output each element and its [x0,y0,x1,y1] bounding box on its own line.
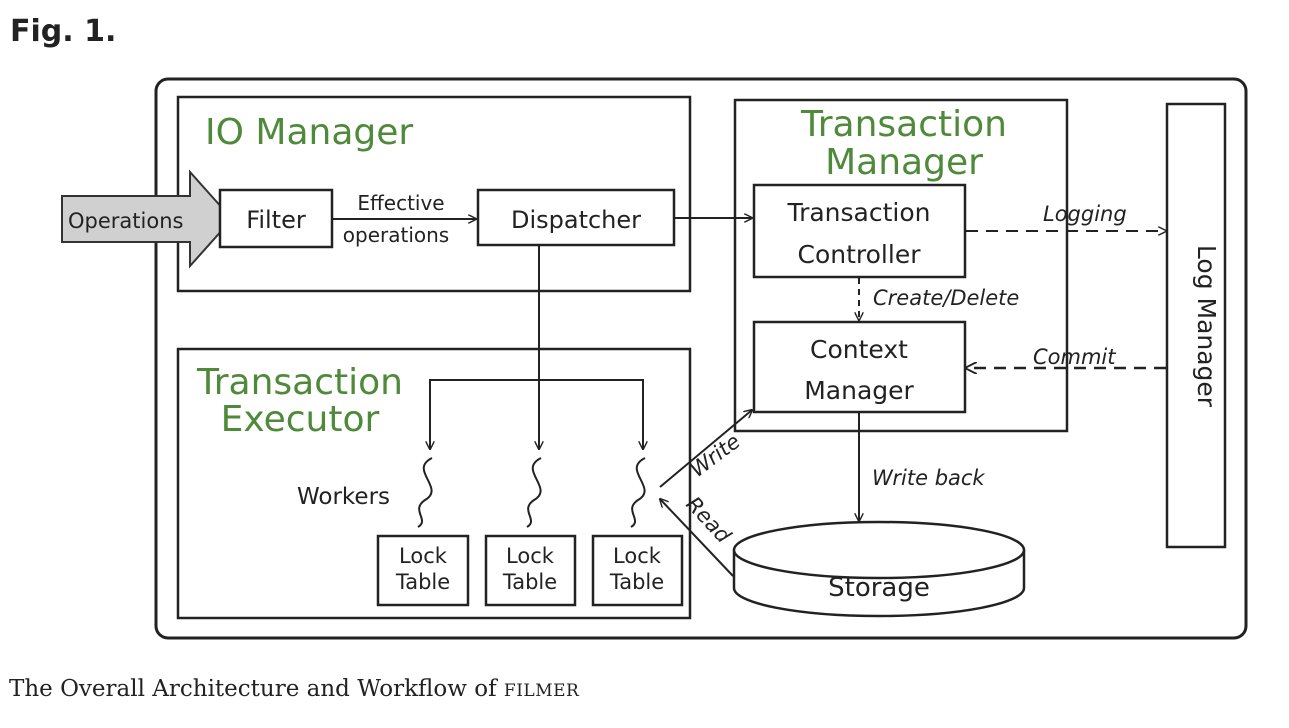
logging-label: Logging [1043,202,1127,226]
lock-table-2: Lock Table [484,534,577,607]
lock-table-1: Lock Table [376,534,470,607]
effective-label-line2: operations [343,223,449,247]
transaction-controller-line1: Transaction [786,198,930,227]
lock-table-1-line1: Lock [399,544,448,568]
io-manager-title: IO Manager [205,112,413,153]
outer-frame [154,77,1248,640]
read-arrow [660,499,734,577]
lock-table-3-line2: Table [609,570,664,594]
figure-label: Fig. 1. [10,14,117,49]
log-manager-box: Log Manager [1165,102,1227,549]
transaction-executor-title-line2: Executor [221,399,380,440]
write-arrow [659,410,752,488]
create-delete-label: Create/Delete [873,286,1019,310]
worker-thread-2 [526,457,542,528]
context-manager-line2: Manager [804,376,914,405]
dispatcher-box: Dispatcher [476,188,676,247]
workers-label: Workers [297,484,390,510]
lock-table-3-line1: Lock [613,544,662,568]
context-manager-line1: Context [810,335,908,364]
worker-thread-1 [417,457,433,528]
dispatcher-label: Dispatcher [511,206,641,234]
transaction-manager-title-line2: Manager [825,142,983,183]
operations-arrow: Operations [61,169,234,269]
figure-caption: The Overall Architecture and Workflow of… [9,676,579,702]
io-manager: IO Manager [176,95,692,293]
transaction-manager: Transaction Manager [733,98,1069,433]
lock-table-1-line2: Table [395,570,450,594]
transaction-executor-title-line1: Transaction [196,362,403,403]
lock-table-2-line2: Table [502,570,557,594]
context-manager-box: Context Manager [752,320,967,414]
caption-text: The Overall Architecture and Workflow of [9,676,504,702]
transaction-controller-line2: Controller [798,240,922,269]
worker-thread-3 [630,457,646,528]
write-label: Write [686,429,745,482]
filter-box: Filter [218,188,334,249]
transaction-controller-box: Transaction Controller [752,183,967,279]
effective-label-line1: Effective [357,191,444,215]
operations-label: Operations [68,209,183,233]
transaction-manager-title-line1: Transaction [800,104,1007,145]
storage-cylinder: Storage [732,520,1026,618]
filter-label: Filter [246,206,306,234]
worker-bracket [430,379,643,449]
write-back-label: Write back [872,466,985,490]
lock-table-2-line1: Lock [506,544,555,568]
caption-system-name: FILMER [503,681,580,701]
log-manager-label: Log Manager [1192,245,1221,408]
storage-label: Storage [828,573,930,603]
transaction-executor: Transaction Executor [176,347,692,620]
commit-label: Commit [1033,345,1116,369]
lock-table-3: Lock Table [591,534,684,607]
